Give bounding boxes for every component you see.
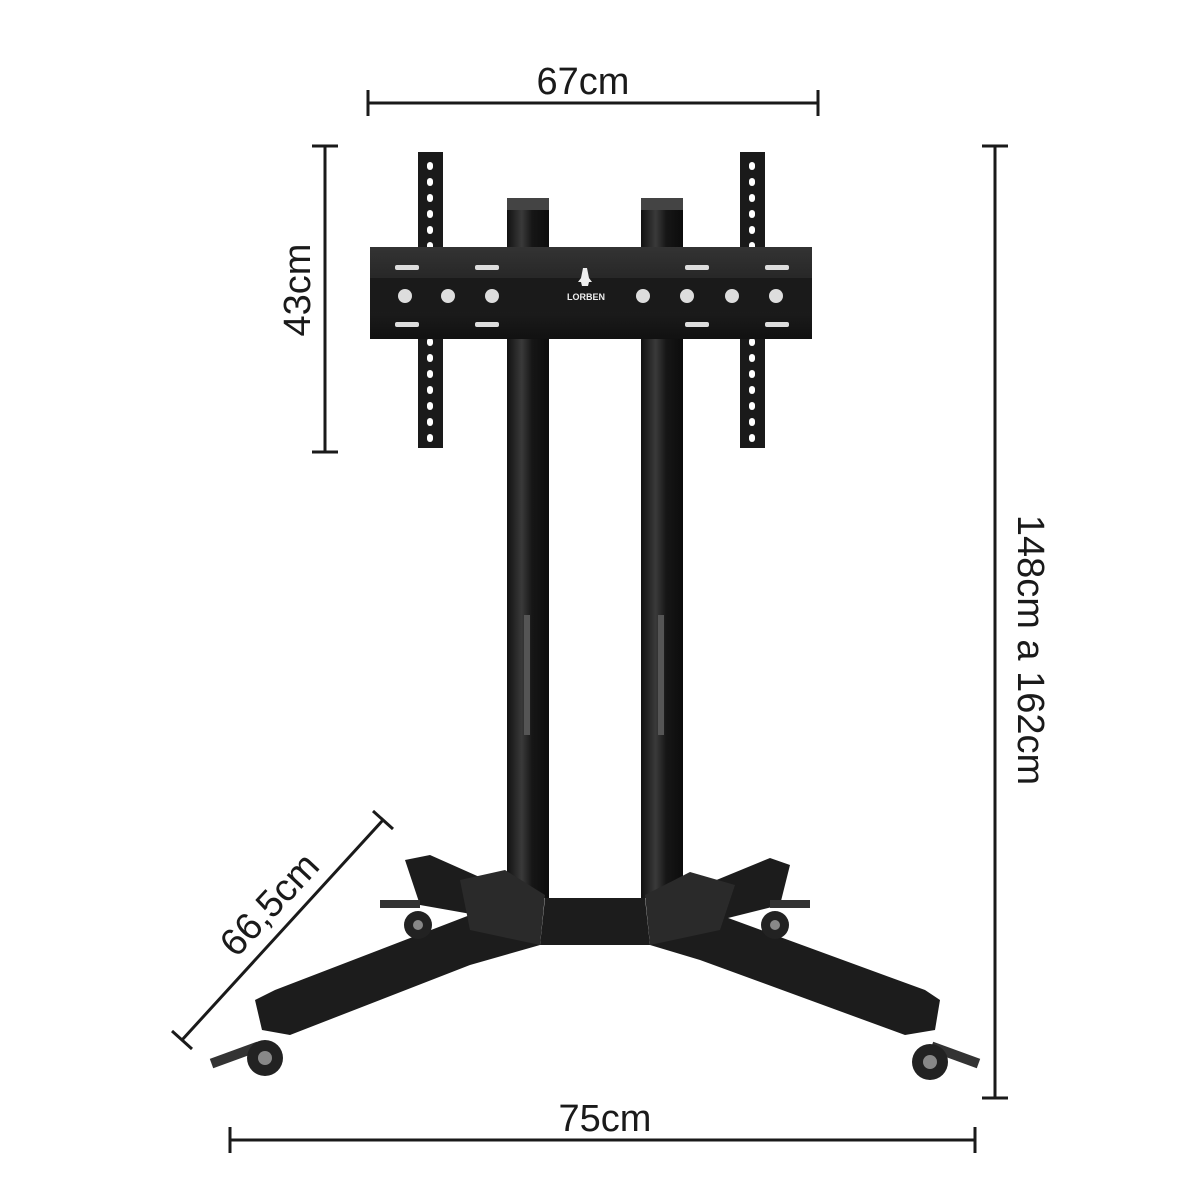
dim-line-width-top	[366, 90, 820, 116]
label-mount-height: 43cm	[277, 243, 319, 337]
label-width-top: 67cm	[536, 61, 630, 103]
rail-hole	[749, 354, 755, 362]
rail-hole	[427, 418, 433, 426]
caster-front-left	[209, 1040, 283, 1076]
rail-hole	[427, 210, 433, 218]
rail-hole	[427, 354, 433, 362]
front-right-leg	[650, 915, 940, 1035]
base	[255, 855, 940, 1035]
brand-logo-text: LORBEN	[567, 292, 605, 302]
rail-hole	[749, 194, 755, 202]
rail-hole	[749, 226, 755, 234]
rail-hole	[749, 162, 755, 170]
rail-hole	[749, 178, 755, 186]
casters	[209, 900, 981, 1080]
rail-hole	[427, 402, 433, 410]
rail-hole	[427, 178, 433, 186]
caster-back-left	[380, 900, 432, 939]
dim-line-mount-height	[312, 144, 338, 454]
mounting-plate: LORBEN	[370, 247, 812, 339]
rail-hole	[427, 370, 433, 378]
brand-logo: LORBEN	[567, 268, 605, 302]
rail-hole	[749, 370, 755, 378]
rail-hole	[749, 386, 755, 394]
label-base-width: 75cm	[558, 1098, 652, 1140]
dim-line-total-height	[982, 144, 1008, 1100]
rail-hole	[749, 210, 755, 218]
rail-hole	[749, 418, 755, 426]
rail-hole	[749, 338, 755, 346]
rail-hole	[427, 434, 433, 442]
rail-hole	[427, 338, 433, 346]
dim-line-base-width	[228, 1127, 977, 1153]
caster-front-right	[912, 1041, 981, 1080]
label-total-height: 148cm a 162cm	[1009, 514, 1051, 786]
rail-hole	[749, 434, 755, 442]
dimension-lines	[170, 90, 1008, 1153]
rail-hole	[427, 162, 433, 170]
front-left-leg	[255, 915, 540, 1035]
base-center	[540, 898, 650, 945]
rail-hole	[427, 194, 433, 202]
dim-line-base-depth	[170, 809, 395, 1051]
caster-back-right	[761, 900, 810, 939]
rail-hole	[427, 226, 433, 234]
rail-hole	[749, 402, 755, 410]
rail-hole	[427, 386, 433, 394]
